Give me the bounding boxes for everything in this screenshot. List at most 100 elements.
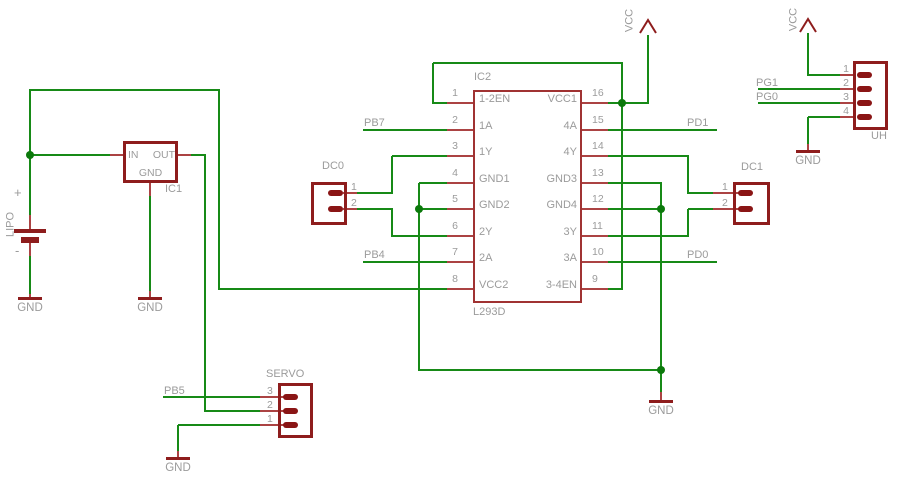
- ic2-body: [473, 90, 582, 303]
- dc1-connector-body: [733, 182, 770, 225]
- pin-number: 5: [452, 193, 458, 205]
- pin-number: 3: [267, 385, 273, 397]
- wire-segment: [392, 235, 448, 237]
- battery-bar-short: [21, 237, 39, 243]
- pin-lead: [260, 424, 284, 426]
- connector-pad: [283, 408, 298, 414]
- pin-lead: [447, 182, 473, 184]
- pin-number: 2: [843, 77, 849, 89]
- pin-name: VCC2: [479, 279, 509, 291]
- wire-segment: [621, 63, 623, 290]
- wire-segment: [608, 102, 649, 104]
- junction-dot: [618, 99, 626, 107]
- connector-pad: [857, 114, 872, 120]
- pin-lead: [582, 261, 608, 263]
- wire-segment: [163, 396, 261, 398]
- wire-segment: [608, 288, 623, 290]
- pin-name: 2A: [479, 252, 493, 264]
- pin-name: GND4: [546, 199, 577, 211]
- net-label-pb5: PB5: [164, 385, 185, 397]
- connector-pad: [328, 190, 343, 196]
- wire-segment: [807, 117, 809, 145]
- battery-ref-label: LIPO: [4, 211, 17, 238]
- pin-number: 11: [592, 220, 603, 232]
- pin-lead: [582, 208, 608, 210]
- wire-segment: [608, 129, 717, 131]
- servo-ref-label: SERVO: [266, 368, 305, 380]
- wire-segment: [433, 62, 623, 64]
- pin-lead: [343, 192, 357, 194]
- battery-bar-long: [14, 229, 46, 233]
- wire-segment: [391, 209, 393, 237]
- pin-lead: [260, 410, 284, 412]
- pin-name: 2Y: [479, 226, 493, 238]
- gnd-label: GND: [137, 302, 163, 314]
- pin-name: 3Y: [563, 226, 577, 238]
- junction-dot: [415, 205, 423, 213]
- wire-segment: [608, 182, 662, 184]
- gnd-label: GND: [648, 405, 674, 417]
- uh-connector-body: [853, 61, 888, 130]
- pin-lead: [447, 288, 473, 290]
- pin-lead: [29, 215, 31, 229]
- wire-segment: [688, 192, 714, 194]
- pin-lead: [840, 88, 854, 90]
- ic1-pin-out-label: OUT: [152, 149, 175, 161]
- wire-segment: [391, 156, 393, 194]
- pin-number: 15: [592, 114, 604, 126]
- vcc-label: VCC: [787, 7, 800, 32]
- pin-lead: [660, 392, 662, 401]
- wire-segment: [204, 155, 206, 412]
- pin-lead: [447, 155, 473, 157]
- gnd-bar: [18, 297, 42, 300]
- pin-name: GND1: [479, 173, 510, 185]
- gnd-bar: [649, 400, 673, 403]
- pin-lead: [29, 243, 31, 256]
- wire-segment: [647, 35, 649, 104]
- gnd-bar: [796, 150, 820, 153]
- pin-name: GND3: [546, 173, 577, 185]
- servo-connector-body: [278, 383, 313, 438]
- ic1-pin-in-label: IN: [128, 149, 139, 161]
- battery-minus-label: -: [15, 243, 20, 258]
- pin-lead: [447, 235, 473, 237]
- pin-number: 6: [452, 220, 458, 232]
- pin-name: 1Y: [479, 146, 493, 158]
- pin-number: 16: [592, 87, 604, 99]
- pin-number: 1: [452, 87, 458, 99]
- pin-number: 2: [722, 197, 728, 209]
- gnd-label: GND: [165, 462, 191, 474]
- ic1-body: [123, 141, 178, 183]
- wire-segment: [363, 261, 448, 263]
- pin-number: 8: [452, 273, 458, 285]
- wire-segment: [419, 369, 662, 371]
- connector-pad: [857, 72, 872, 78]
- pin-name: GND2: [479, 199, 510, 211]
- pin-lead: [582, 102, 608, 104]
- gnd-label: GND: [17, 302, 43, 314]
- pin-number: 4: [843, 105, 849, 117]
- pin-lead: [582, 235, 608, 237]
- pin-lead: [149, 291, 151, 298]
- wire-segment: [758, 102, 841, 104]
- pin-lead: [177, 451, 179, 458]
- ic1-pin-gnd-label: GND: [138, 167, 163, 179]
- pin-number: 3: [452, 140, 458, 152]
- wire-segment: [218, 90, 220, 290]
- pin-lead: [582, 155, 608, 157]
- battery-plus-label: +: [14, 185, 22, 200]
- wire-segment: [432, 63, 434, 104]
- net-label-pg1: PG1: [756, 77, 779, 89]
- wire-segment: [808, 74, 841, 76]
- pin-number: 2: [267, 399, 273, 411]
- net-label-pd1: PD1: [687, 117, 709, 129]
- wire-segment: [687, 209, 689, 237]
- pin-lead: [582, 182, 608, 184]
- pin-lead: [29, 294, 31, 298]
- wire-segment: [807, 33, 809, 76]
- wire-segment: [419, 208, 448, 210]
- pin-number: 7: [452, 246, 458, 258]
- wire-segment: [149, 196, 151, 292]
- wire-segment: [178, 424, 261, 426]
